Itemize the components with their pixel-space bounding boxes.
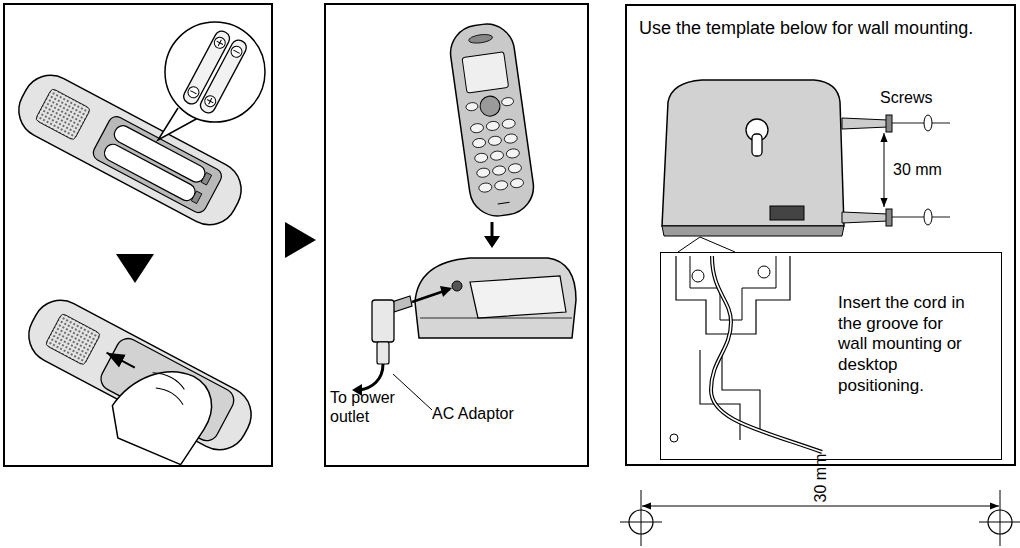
wall-plug xyxy=(924,115,932,131)
polarity-mark xyxy=(217,41,223,44)
part-label: 30 mm xyxy=(893,160,942,179)
battery-terminal xyxy=(201,172,211,185)
boss xyxy=(670,434,678,442)
dimension-label: 30 mm xyxy=(811,454,830,503)
finger-line xyxy=(146,369,192,405)
key xyxy=(508,163,522,174)
battery-terminal xyxy=(191,191,201,204)
keypad xyxy=(470,118,524,193)
part-label: To power outlet xyxy=(330,388,402,426)
detail-inset: Insert the cord in the groove for wall m… xyxy=(660,252,1002,460)
charger-foot xyxy=(662,226,844,236)
screw-head xyxy=(886,209,892,226)
cord-groove xyxy=(770,206,804,220)
polarity-mark xyxy=(212,35,227,50)
arrow-in xyxy=(440,286,452,297)
wall-plug xyxy=(924,209,932,225)
polarity-mark xyxy=(229,44,244,59)
template-mark xyxy=(979,522,1020,523)
boss xyxy=(692,270,704,282)
speaker-grill xyxy=(45,313,101,365)
leader-line xyxy=(700,237,735,252)
key xyxy=(506,148,520,159)
key xyxy=(492,165,506,176)
screw-head xyxy=(886,115,892,132)
key xyxy=(501,97,514,107)
panel-frame xyxy=(325,4,588,466)
leader-line xyxy=(678,237,700,252)
handset-cover xyxy=(3,290,261,489)
handset-body xyxy=(447,20,537,219)
key xyxy=(494,180,508,191)
template-mark xyxy=(620,522,662,523)
polarity-mark xyxy=(186,85,201,100)
key xyxy=(476,167,490,178)
key xyxy=(502,118,516,129)
earpiece xyxy=(468,33,493,44)
dimension-line xyxy=(884,133,885,207)
keyhole xyxy=(752,134,762,156)
key xyxy=(486,121,500,132)
polarity-mark xyxy=(203,94,218,109)
step-arrow xyxy=(285,222,316,258)
template-mark xyxy=(641,490,642,546)
leader-line xyxy=(393,374,432,410)
battery-compartment xyxy=(90,114,224,216)
slide-arrow xyxy=(107,353,135,368)
nav-key xyxy=(479,95,502,118)
callout-circle xyxy=(165,22,265,122)
part-label: AC Adaptor xyxy=(432,404,514,423)
plug-tip xyxy=(392,296,412,312)
down-arrow xyxy=(484,236,500,248)
instruction-panel: Use the template below for wall mounting… xyxy=(625,4,1016,466)
key xyxy=(504,133,518,144)
plug-strain-relief xyxy=(377,342,389,364)
battery xyxy=(198,38,249,116)
extension-line xyxy=(892,217,950,218)
key xyxy=(488,135,502,146)
key xyxy=(472,138,486,149)
key xyxy=(470,123,484,134)
charger-base xyxy=(415,258,576,338)
instruction-text: Use the template below for wall mounting… xyxy=(639,18,1001,40)
dc-jack xyxy=(452,281,462,291)
cord xyxy=(711,256,822,452)
groove-wall xyxy=(690,256,776,320)
key xyxy=(465,102,478,112)
key xyxy=(474,153,488,164)
template-hole xyxy=(988,510,1012,534)
key xyxy=(478,182,492,193)
polarity-mark xyxy=(209,98,212,104)
groove-wall xyxy=(676,256,790,334)
charger-back xyxy=(662,80,844,226)
instruction-text: Insert the cord in the groove for wall m… xyxy=(838,293,966,397)
template-mark xyxy=(1000,490,1001,546)
cord xyxy=(711,256,822,452)
key xyxy=(490,150,504,161)
polarity-mark xyxy=(190,91,196,94)
boss xyxy=(758,266,770,278)
hand xyxy=(100,349,224,472)
speaker-grill xyxy=(35,88,91,140)
handset-front xyxy=(447,20,537,219)
microphone xyxy=(498,202,510,204)
adaptor-cord xyxy=(360,364,383,390)
battery xyxy=(102,141,198,203)
extension-line xyxy=(892,123,950,124)
down-arrow xyxy=(491,222,494,238)
key xyxy=(510,178,524,189)
screw xyxy=(842,212,888,223)
display xyxy=(462,52,509,93)
template-hole xyxy=(629,510,653,534)
charger-edge xyxy=(420,318,572,319)
part-label: Screws xyxy=(880,88,932,107)
dimension-line xyxy=(642,506,999,507)
screw xyxy=(842,118,888,129)
polarity-mark xyxy=(233,50,239,53)
step-arrow xyxy=(116,254,154,283)
battery-detail xyxy=(181,29,249,116)
plug-body xyxy=(372,300,394,342)
charger-slot xyxy=(470,276,566,318)
